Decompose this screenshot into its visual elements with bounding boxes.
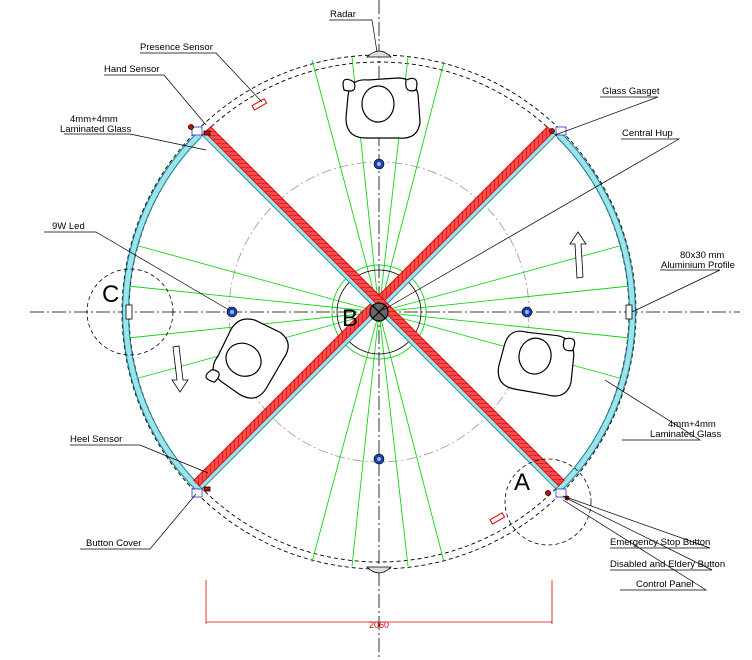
label-profile-type: Aluminium Profile [661, 260, 735, 271]
label-central-hub: Central Hup [622, 128, 673, 139]
rotation-arrows [171, 231, 587, 393]
presence-sensors [251, 98, 506, 525]
label-glass-gasket: Glass Gasget [602, 86, 660, 97]
button-cover-icon [549, 126, 567, 136]
rotation-arrow-icon [171, 345, 189, 393]
button-cover-icon [188, 124, 211, 136]
button-cover-icon [191, 486, 211, 498]
led-icon [373, 453, 385, 465]
label-hand-sensor: Hand Sensor [104, 64, 159, 75]
person-icon [497, 330, 576, 397]
label-led: 9W Led [52, 221, 85, 232]
led-markers [226, 158, 533, 465]
presence-sensor-icon [489, 512, 506, 525]
label-profile-size: 80x30 mm [680, 250, 724, 261]
person-icon [342, 77, 421, 139]
central-hub-circles [331, 264, 427, 360]
led-icon [226, 306, 238, 318]
detail-circle-a [504, 458, 592, 546]
radar-icon [366, 50, 392, 58]
detail-letter-c: C [102, 281, 119, 308]
rotation-arrow-icon [569, 231, 587, 279]
label-right-glass-spec: 4mm+4mm [668, 419, 716, 430]
label-radar: Radar [330, 9, 356, 20]
button-cover-icon [545, 488, 570, 501]
label-control-panel: Control Panel [636, 579, 694, 590]
label-emergency-stop: Emergency Stop Button [610, 537, 710, 548]
radar-icon [366, 566, 392, 574]
label-button-cover: Button Cover [86, 538, 141, 549]
detail-letter-b: B [342, 305, 358, 332]
label-heel-sensor: Heel Sensor [70, 434, 122, 445]
outer-dashed-circle-a [121, 54, 637, 570]
label-disabled-button: Disabled and Eldery Button [610, 559, 725, 570]
radar-sensors [366, 50, 392, 574]
led-icon [521, 306, 533, 318]
central-hub [369, 302, 389, 322]
presence-sensor-icon [251, 98, 268, 111]
label-left-glass-spec: 4mm+4mm [70, 114, 118, 125]
detail-circle-c [86, 268, 174, 356]
label-presence-sensor: Presence Sensor [140, 42, 213, 53]
detail-circles [86, 268, 592, 546]
button-covers [188, 124, 570, 501]
dimension-value: 2060 [369, 620, 389, 630]
led-icon [373, 158, 385, 170]
person-icon [205, 318, 289, 399]
leader-lines [44, 19, 721, 591]
label-left-glass-type: Laminated Glass [60, 124, 132, 135]
dimension-line [205, 580, 553, 624]
label-right-glass-type: Laminated Glass [650, 429, 722, 440]
detail-letter-a: A [514, 469, 530, 496]
